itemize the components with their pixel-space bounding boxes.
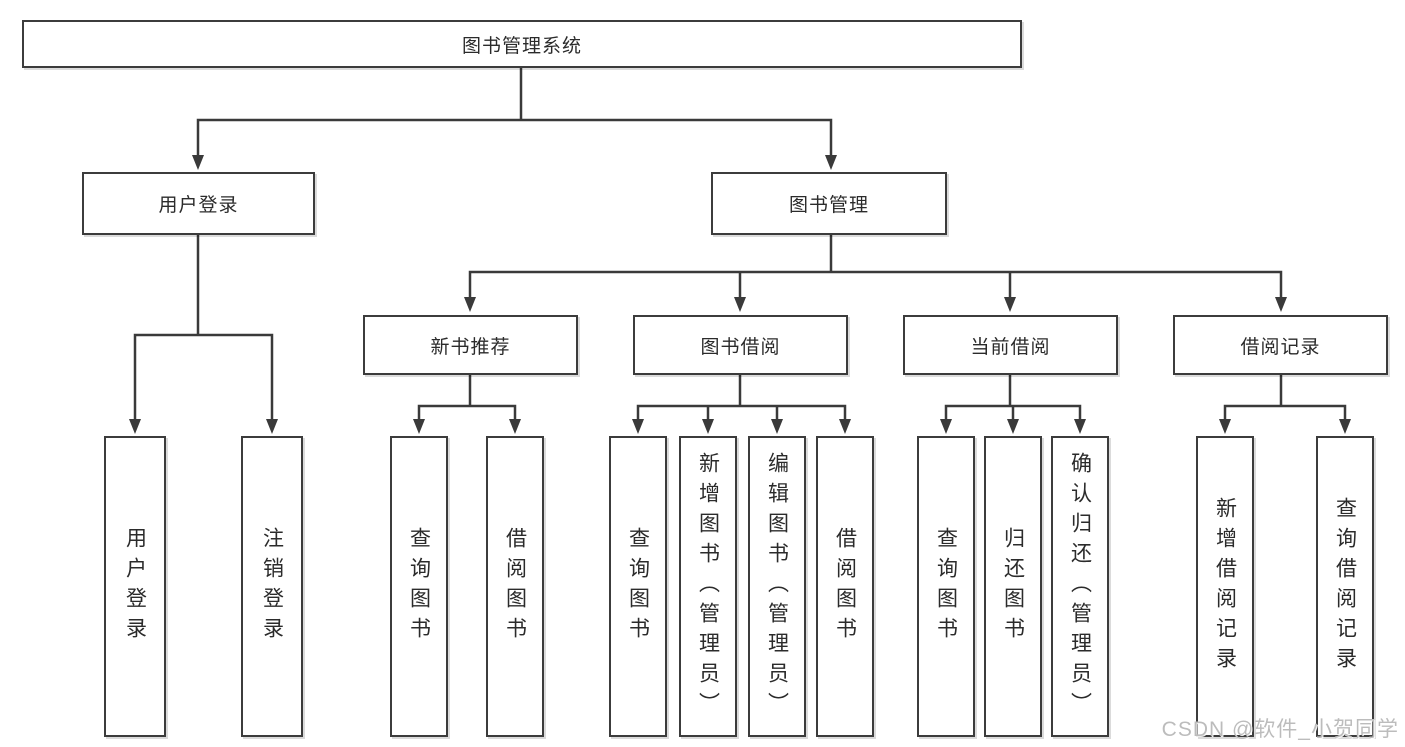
node-book-management: 图书管理 — [711, 172, 947, 235]
arrow-icon — [940, 419, 952, 434]
leaf-newbooks-borrow-books: 借阅图书 — [486, 436, 544, 737]
arrow-icon — [1004, 297, 1016, 312]
leaf-borrowing-borrow-books: 借阅图书 — [816, 436, 874, 737]
arrow-icon — [702, 419, 714, 434]
connector-bookborrowing-to-leaves — [636, 373, 847, 424]
leaf-current-return-books: 归还图书 — [984, 436, 1042, 737]
arrow-icon — [1074, 419, 1086, 434]
connector-currentborrowing-to-leaves — [944, 373, 1082, 424]
arrow-icon — [413, 419, 425, 434]
connector-userlogin-to-leaves — [133, 233, 274, 424]
arrow-icon — [632, 419, 644, 434]
leaf-current-confirm-return-admin: 确认归还（管理员） — [1051, 436, 1109, 737]
leaf-borrowing-query-books: 查询图书 — [609, 436, 667, 737]
node-borrowing-records: 借阅记录 — [1173, 315, 1388, 375]
leaf-borrowing-add-books-admin: 新增图书（管理员） — [679, 436, 737, 737]
leaf-logout: 注销登录 — [241, 436, 303, 737]
connector-root-to-level2 — [196, 66, 833, 160]
arrow-icon — [1339, 419, 1351, 434]
connector-records-to-leaves — [1223, 373, 1347, 424]
connector-bookmgmt-to-level3 — [468, 233, 1283, 302]
node-book-borrowing: 图书借阅 — [633, 315, 848, 375]
arrow-icon — [1007, 419, 1019, 434]
arrowheads — [129, 155, 1351, 434]
leaf-records-query-record: 查询借阅记录 — [1316, 436, 1374, 737]
arrow-icon — [192, 155, 204, 170]
node-root-system: 图书管理系统 — [22, 20, 1022, 68]
leaf-records-add-record: 新增借阅记录 — [1196, 436, 1254, 737]
arrow-icon — [1219, 419, 1231, 434]
arrow-icon — [771, 419, 783, 434]
leaf-newbooks-query-books: 查询图书 — [390, 436, 448, 737]
leaf-current-query-books: 查询图书 — [917, 436, 975, 737]
csdn-watermark: CSDN @软件_小贺同学 — [1161, 718, 1399, 741]
leaf-borrowing-edit-books-admin: 编辑图书（管理员） — [748, 436, 806, 737]
arrow-icon — [839, 419, 851, 434]
arrow-icon — [266, 419, 278, 434]
connector-newbooks-to-leaves — [417, 373, 517, 424]
leaf-user-login: 用户登录 — [104, 436, 166, 737]
node-user-login: 用户登录 — [82, 172, 315, 235]
arrow-icon — [825, 155, 837, 170]
arrow-icon — [1275, 297, 1287, 312]
arrow-icon — [464, 297, 476, 312]
node-new-books: 新书推荐 — [363, 315, 578, 375]
node-current-borrowing: 当前借阅 — [903, 315, 1118, 375]
arrow-icon — [509, 419, 521, 434]
arrow-icon — [129, 419, 141, 434]
arrow-icon — [734, 297, 746, 312]
